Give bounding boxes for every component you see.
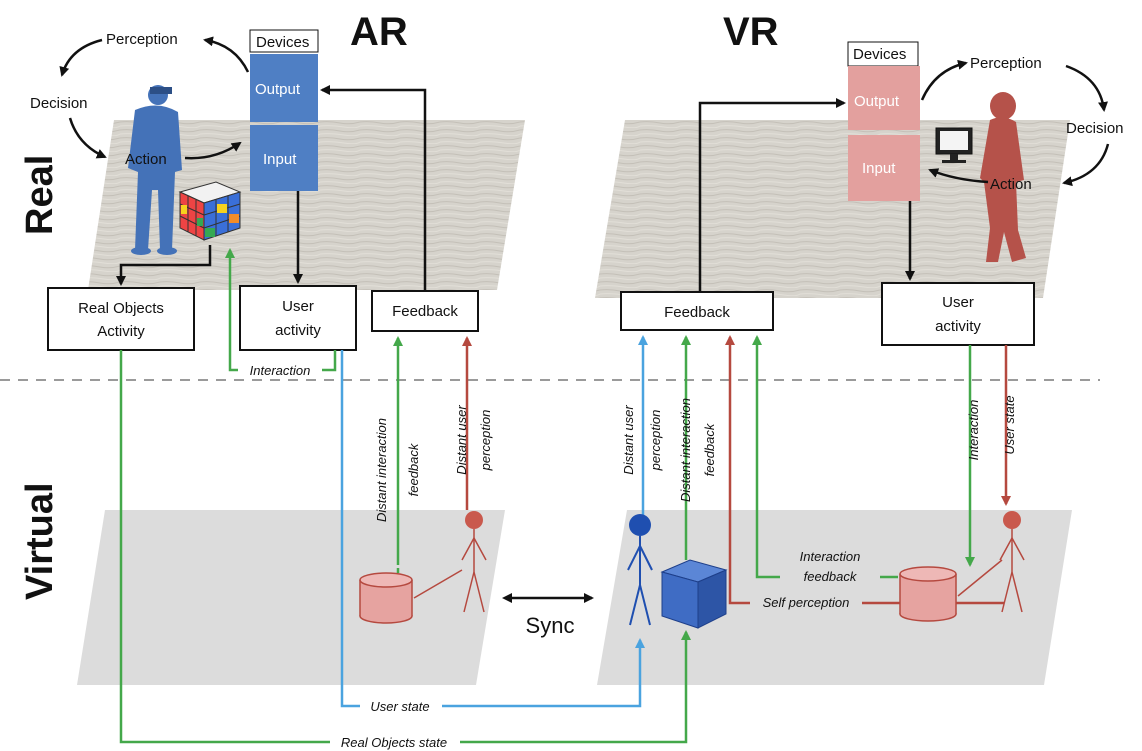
vr-devices-label: Devices [853,46,906,63]
vr-output-box [848,66,920,130]
ar-cycle-arrow-2 [68,117,107,159]
ar-input-box [250,125,318,191]
ar-perception-label: Perception [106,31,178,48]
vr-input-box [848,135,920,201]
ar-real-objects-box [47,287,195,351]
ar-user-activity-line2: activity [275,322,321,339]
real-heading: Real [19,155,61,235]
ar-distant-interaction-label-2: feedback [406,442,421,496]
vr-distant-perception-label-2: perception [648,410,663,472]
ar-feedback-label: Feedback [392,303,458,320]
vr-feedback-to-output-arrow [698,98,846,292]
ar-feedback-box [371,290,479,332]
vr-self-perception-label: Self perception [763,595,850,610]
ar-user-activity-box [239,285,357,351]
sync-label: Sync [526,613,575,638]
ar-user-figure [128,85,182,255]
ar-virtual-cylinder-icon [359,572,413,624]
ar-action-to-input-arrow [184,141,242,160]
vr-virtual-cylinder-icon [899,566,957,622]
ar-virtual-avatar-icon [461,511,487,613]
vr-output-label: Output [854,93,900,110]
vr-action-label: Action [990,176,1032,193]
virtual-heading: Virtual [19,482,61,600]
ar-avatar-link [413,569,463,599]
ar-real-objects-line2: Activity [97,323,145,340]
vr-input-label: Input [862,160,896,177]
vr-virtual-avatar-icon [999,511,1025,613]
ar-virtual-plane [77,510,505,685]
ar-heading: AR [350,10,408,54]
ar-input-label: Input [263,151,297,168]
ar-output-box [250,54,318,122]
vr-distant-interaction-label-2: feedback [702,422,717,476]
vr-real-plane [595,120,1070,298]
ar-distant-perception-label-1: Distant user [454,405,469,475]
ar-cycle-arrow-3 [203,36,250,73]
ar-distant-interaction-label-1: Distant interaction [374,418,389,522]
vr-avatar-link [957,559,1003,597]
ar-devices-label: Devices [256,34,309,51]
vr-action-to-input-arrow [928,168,989,184]
vr-user-activity-line1: User [942,294,974,311]
vr-heading: VR [723,10,779,54]
vr-user-activity-box [881,282,1035,346]
ar-cube-to-objects-arrow [116,245,212,286]
ar-output-label: Output [255,81,301,98]
ar-action-label: Action [125,151,167,168]
vr-interaction-feedback-label-1: Interaction [800,549,861,564]
vr-virtual-cube-icon [660,559,728,629]
ar-feedback-to-output-arrow [320,85,427,291]
rubiks-cube-icon [178,181,242,241]
vr-user-figure [980,92,1026,262]
ar-user-activity-line1: User [282,298,314,315]
vr-feedback-label: Feedback [664,304,730,321]
vr-blue-avatar-icon [627,514,653,626]
bottom-user-state-label: User state [370,699,429,714]
vr-decision-label: Decision [1066,120,1124,137]
vr-cycle-arrow-3 [1062,143,1110,187]
vr-cycle-arrow-1 [920,59,968,101]
vr-distant-perception-label-1: Distant user [621,405,636,475]
ar-cycle-arrow-1 [59,38,103,77]
vr-perception-label: Perception [970,55,1042,72]
ar-interaction-label: Interaction [250,363,311,378]
ar-decision-label: Decision [30,95,88,112]
ar-real-plane [88,120,525,290]
vr-interaction-label: Interaction [966,400,981,461]
vr-cycle-arrow-2 [1065,64,1108,112]
vr-devices-header [847,41,919,67]
vr-user-state-label: User state [1002,395,1017,454]
ar-distant-perception-label-2: perception [478,410,493,472]
ar-real-objects-line1: Real Objects [78,300,164,317]
vr-interaction-feedback-label-2: feedback [804,569,858,584]
bottom-real-objects-state-label: Real Objects state [341,735,447,750]
ar-devices-header [249,29,319,53]
vr-distant-interaction-label-1: Distant interaction [678,398,693,502]
vr-user-activity-line2: activity [935,318,981,335]
vr-feedback-box [620,291,774,331]
monitor-icon [935,127,973,163]
bottom-user-state-arrow [340,350,645,708]
